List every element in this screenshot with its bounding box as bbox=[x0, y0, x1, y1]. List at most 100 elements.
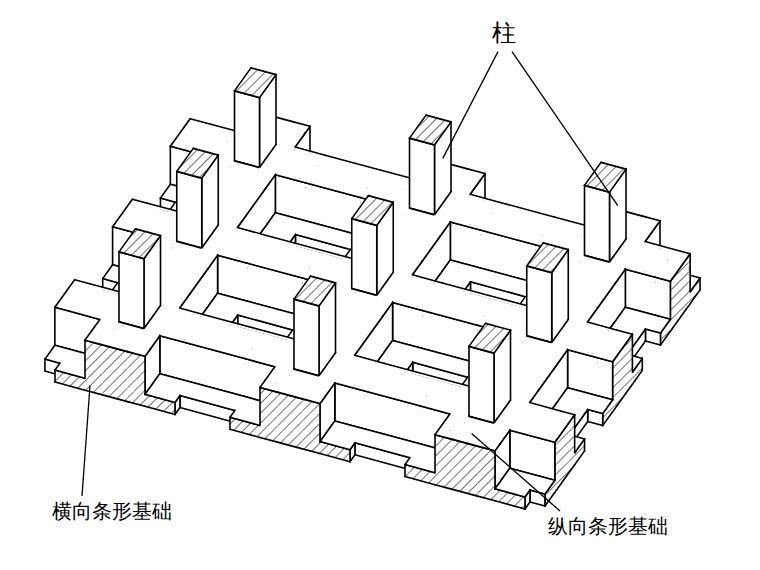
edge bbox=[174, 402, 176, 414]
edge bbox=[614, 337, 631, 360]
face bbox=[190, 341, 247, 358]
edge bbox=[202, 155, 219, 178]
edge bbox=[602, 414, 604, 426]
face bbox=[568, 350, 598, 396]
edge bbox=[259, 98, 261, 168]
face bbox=[294, 276, 336, 306]
face bbox=[177, 148, 219, 178]
face bbox=[230, 184, 266, 214]
edge bbox=[305, 126, 310, 133]
edge bbox=[103, 345, 128, 352]
edge bbox=[453, 489, 478, 496]
edge bbox=[352, 219, 377, 226]
face bbox=[320, 435, 355, 450]
face bbox=[335, 381, 367, 391]
edge bbox=[422, 236, 440, 261]
face bbox=[218, 255, 248, 301]
edge bbox=[103, 265, 113, 279]
edge bbox=[295, 133, 305, 147]
face bbox=[172, 264, 208, 294]
part-label: 横向条形基础 bbox=[52, 500, 172, 523]
edge bbox=[251, 68, 276, 75]
face bbox=[85, 340, 103, 383]
edge bbox=[554, 442, 556, 480]
edge bbox=[609, 192, 611, 262]
leader-line bbox=[472, 434, 560, 511]
edge bbox=[145, 406, 175, 414]
edge bbox=[494, 451, 496, 489]
section-hatch bbox=[119, 229, 161, 259]
edge bbox=[670, 281, 672, 319]
edge bbox=[247, 188, 265, 213]
face bbox=[450, 220, 482, 230]
edge bbox=[655, 315, 670, 319]
edge bbox=[113, 225, 115, 227]
edge bbox=[574, 415, 576, 453]
edge bbox=[260, 381, 265, 388]
edge bbox=[136, 229, 161, 236]
edge bbox=[660, 319, 670, 333]
edge bbox=[603, 412, 613, 426]
edge bbox=[159, 336, 161, 374]
edge bbox=[567, 250, 569, 320]
face bbox=[245, 356, 277, 366]
edge bbox=[172, 121, 189, 144]
edge bbox=[643, 216, 661, 221]
section-hatch bbox=[294, 276, 336, 306]
part-label: 纵向条形基础 bbox=[548, 515, 668, 538]
edge bbox=[294, 299, 319, 306]
face bbox=[573, 415, 575, 455]
edge bbox=[160, 336, 190, 344]
edge bbox=[325, 383, 335, 397]
edge bbox=[494, 400, 511, 423]
edge bbox=[524, 497, 526, 509]
face bbox=[145, 349, 150, 394]
edge bbox=[259, 98, 261, 168]
edge bbox=[423, 311, 478, 326]
face bbox=[145, 387, 180, 402]
edge bbox=[325, 421, 335, 435]
edge bbox=[70, 311, 100, 319]
edge bbox=[625, 269, 655, 277]
edge bbox=[575, 439, 585, 453]
edge bbox=[217, 255, 219, 293]
edge bbox=[143, 259, 145, 329]
edge bbox=[613, 360, 615, 362]
edge bbox=[303, 449, 321, 454]
edge bbox=[530, 502, 545, 506]
edge bbox=[526, 266, 528, 336]
edge bbox=[632, 370, 642, 384]
edge bbox=[85, 390, 103, 395]
edge bbox=[349, 450, 351, 462]
face bbox=[510, 430, 540, 476]
edge bbox=[355, 342, 365, 356]
face bbox=[631, 334, 633, 374]
edge bbox=[90, 319, 100, 333]
face bbox=[495, 444, 500, 489]
face bbox=[598, 355, 615, 361]
edge bbox=[334, 383, 336, 421]
edge bbox=[113, 227, 128, 231]
edge bbox=[70, 311, 100, 319]
section-hatch bbox=[453, 439, 478, 484]
face bbox=[588, 396, 613, 414]
edge bbox=[612, 362, 614, 400]
edge bbox=[320, 397, 325, 404]
edge bbox=[393, 302, 423, 310]
edge bbox=[294, 276, 311, 299]
edge bbox=[114, 202, 131, 225]
face bbox=[235, 91, 260, 168]
section-hatch bbox=[631, 334, 633, 374]
edge bbox=[160, 336, 190, 344]
edge bbox=[260, 75, 277, 98]
edge bbox=[293, 122, 311, 127]
edge bbox=[119, 252, 144, 259]
edge bbox=[265, 367, 275, 381]
edge bbox=[423, 311, 478, 326]
edge bbox=[625, 169, 627, 239]
edge bbox=[103, 279, 118, 283]
section-hatch bbox=[613, 360, 615, 400]
face bbox=[568, 347, 600, 357]
edge bbox=[625, 269, 627, 307]
face bbox=[305, 180, 362, 197]
